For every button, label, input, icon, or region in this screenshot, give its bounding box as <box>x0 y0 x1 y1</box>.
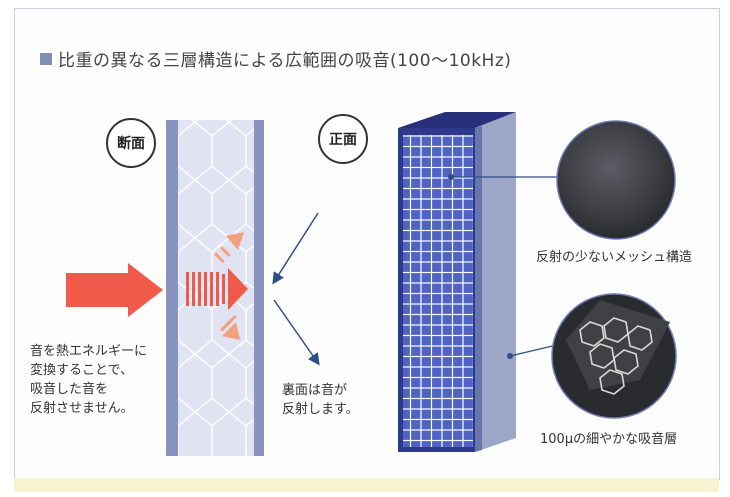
front-panel-block <box>398 112 516 452</box>
cross-section-panel <box>166 120 264 456</box>
reflected-arrow <box>273 299 320 366</box>
section-label-text: 断面 <box>117 136 145 152</box>
layer-leader-dot <box>507 353 513 359</box>
absorption-line-4: 反射させません。 <box>30 401 134 416</box>
layer-closeup-image <box>551 293 677 419</box>
scatter-down-arrow <box>220 315 240 340</box>
front-label-circle: 正面 <box>318 114 368 164</box>
mesh-caption: 反射の少ないメッシュ構造 <box>536 250 693 265</box>
back-line-2: 反射します。 <box>282 402 359 417</box>
incident-arrow <box>272 212 319 285</box>
figure-title: 比重の異なる三層構造による広範囲の吸音(100〜10kHz) <box>40 46 511 71</box>
absorption-line-3: 吸音した音を <box>30 382 109 397</box>
incoming-sound-arrow <box>66 263 163 317</box>
absorption-line-2: 変換することで、 <box>30 363 134 378</box>
title-marker-icon <box>40 53 52 65</box>
title-text: 比重の異なる三層構造による広範囲の吸音(100〜10kHz) <box>58 51 512 71</box>
back-line-1: 裏面は音が <box>282 383 348 398</box>
front-label-text: 正面 <box>329 132 357 148</box>
absorbed-sound-arrow <box>186 268 248 310</box>
back-reflection-description: 裏面は音が 反射します。 <box>282 381 359 419</box>
bottom-strip <box>14 478 719 492</box>
layer-caption: 100μの細やかな吸音層 <box>540 432 678 447</box>
mesh-closeup-image <box>556 120 676 240</box>
mesh-leader-dot <box>448 174 454 180</box>
section-label-circle: 断面 <box>106 118 156 168</box>
scatter-up-arrow <box>214 232 244 263</box>
absorption-line-1: 音を熱エネルギーに <box>30 344 148 359</box>
absorption-description: 音を熱エネルギーに 変換することで、 吸音した音を 反射させません。 <box>30 342 147 418</box>
